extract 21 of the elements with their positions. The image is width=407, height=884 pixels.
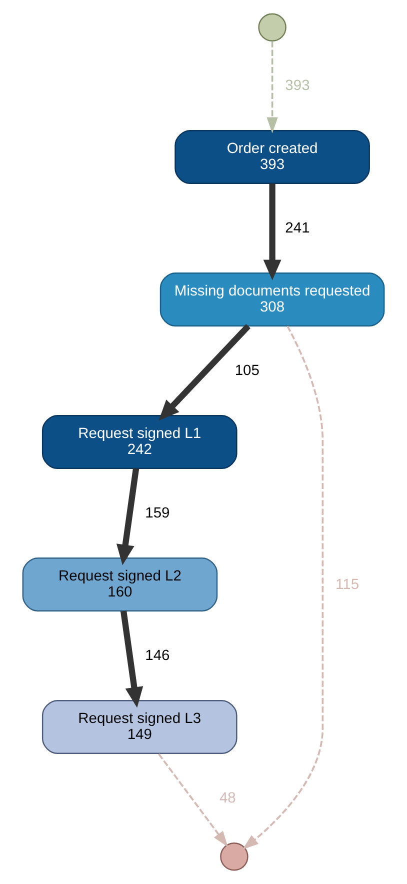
- node-box: Request signed L3 149: [42, 700, 238, 754]
- edge-label: 241: [285, 220, 310, 237]
- arrow: [158, 753, 228, 847]
- edge-label: 48: [219, 790, 236, 807]
- edge-label: 105: [234, 363, 260, 380]
- edge-label: 159: [145, 506, 170, 522]
- node-circle: [220, 842, 248, 871]
- arrow: [158, 324, 250, 421]
- arrow: [266, 41, 278, 134]
- arrow: [120, 610, 144, 708]
- node-box: Order created 393: [174, 130, 370, 184]
- node-box: Request signed L2 160: [22, 557, 218, 612]
- node-box: Request signed L1 242: [42, 414, 238, 470]
- edge-label: 146: [145, 648, 170, 664]
- edge-label: 393: [285, 78, 310, 94]
- node-circle: [258, 13, 286, 42]
- arrow: [263, 184, 282, 280]
- edge-label: 115: [336, 576, 360, 593]
- arrow: [242, 326, 324, 850]
- node-box: Missing documents requested 308: [160, 272, 385, 327]
- arrow: [116, 468, 140, 566]
